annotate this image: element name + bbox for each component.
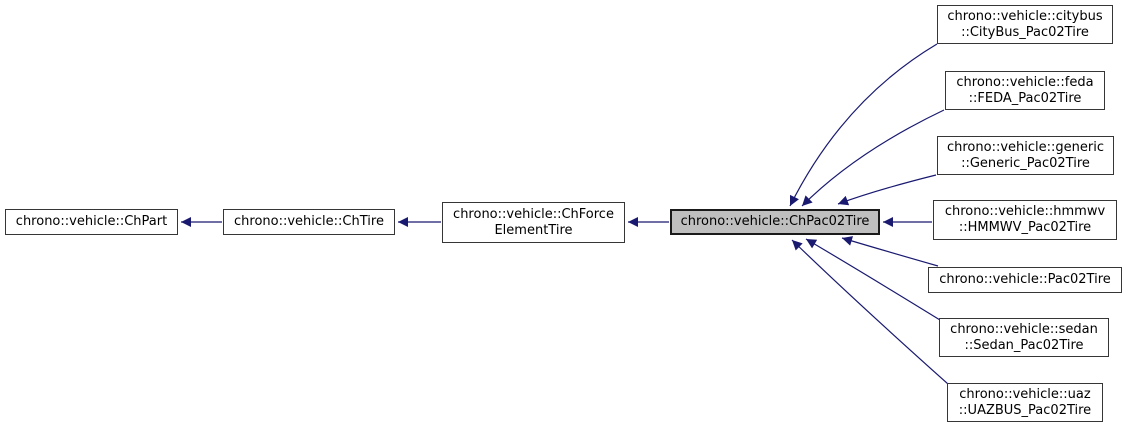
node-uaz-pac02tire[interactable]: chrono::vehicle::uaz ::UAZBUS_Pac02Tire <box>947 383 1103 422</box>
node-citybus-pac02tire[interactable]: chrono::vehicle::citybus ::CityBus_Pac02… <box>937 5 1113 44</box>
node-chforceelementtire-label: chrono::vehicle::ChForce ElementTire <box>453 206 614 238</box>
node-citybus-pac02tire-label: chrono::vehicle::citybus ::CityBus_Pac02… <box>947 8 1103 40</box>
node-chpac02tire-current: chrono::vehicle::ChPac02Tire <box>670 209 880 235</box>
node-generic-pac02tire-label: chrono::vehicle::generic ::Generic_Pac02… <box>946 139 1104 171</box>
node-chpart-label: chrono::vehicle::ChPart <box>15 214 168 229</box>
node-generic-pac02tire[interactable]: chrono::vehicle::generic ::Generic_Pac02… <box>937 136 1114 175</box>
edge-generic-to-chpac02tire <box>837 174 937 206</box>
edge-citybus-to-chpac02tire <box>789 43 938 207</box>
node-chforceelementtire[interactable]: chrono::vehicle::ChForce ElementTire <box>442 202 625 243</box>
edge-pac02tire-to-chpac02tire <box>841 236 939 267</box>
node-sedan-pac02tire-label: chrono::vehicle::sedan ::Sedan_Pac02Tire <box>950 321 1098 353</box>
node-chtire-label: chrono::vehicle::ChTire <box>234 214 384 229</box>
node-feda-pac02tire[interactable]: chrono::vehicle::feda ::FEDA_Pac02Tire <box>945 71 1105 110</box>
node-hmmwv-pac02tire-label: chrono::vehicle::hmmwv ::HMMWV_Pac02Tire <box>944 204 1106 235</box>
node-chpart[interactable]: chrono::vehicle::ChPart <box>5 209 178 235</box>
node-chpac02tire-label: chrono::vehicle::ChPac02Tire <box>680 214 870 229</box>
node-feda-pac02tire-label: chrono::vehicle::feda ::FEDA_Pac02Tire <box>956 74 1094 106</box>
node-hmmwv-pac02tire[interactable]: chrono::vehicle::hmmwv ::HMMWV_Pac02Tire <box>933 200 1117 240</box>
node-pac02tire[interactable]: chrono::vehicle::Pac02Tire <box>928 267 1122 293</box>
edge-sedan-to-chpac02tire <box>805 238 941 321</box>
edge-uaz-to-chpac02tire <box>791 239 949 385</box>
node-uaz-pac02tire-label: chrono::vehicle::uaz ::UAZBUS_Pac02Tire <box>958 386 1092 418</box>
node-chtire[interactable]: chrono::vehicle::ChTire <box>223 209 395 235</box>
edge-feda-to-chpac02tire <box>801 109 945 207</box>
node-pac02tire-label: chrono::vehicle::Pac02Tire <box>939 272 1111 287</box>
node-sedan-pac02tire[interactable]: chrono::vehicle::sedan ::Sedan_Pac02Tire <box>939 318 1109 357</box>
